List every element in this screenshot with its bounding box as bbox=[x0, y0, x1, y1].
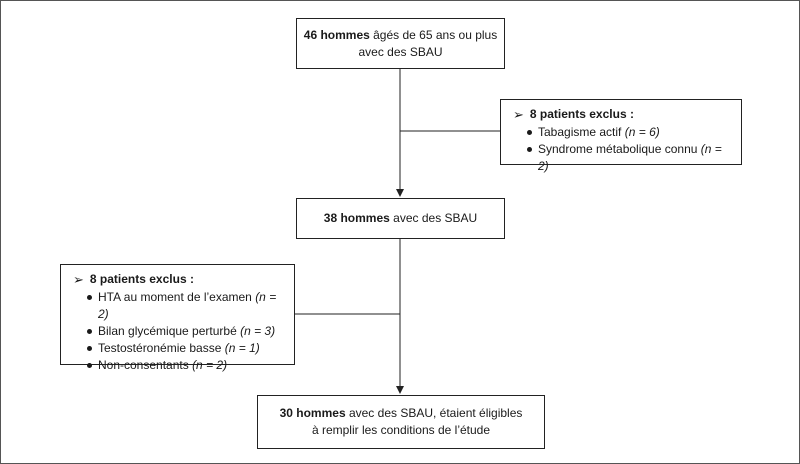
bullet-icon bbox=[87, 363, 92, 368]
step-text: âgés de 65 ans ou plus bbox=[369, 27, 498, 42]
step-text: avec des SBAU, étaient éligibles bbox=[345, 406, 523, 420]
exclusion-item: Bilan glycémique perturbé (n = 3) bbox=[87, 323, 284, 340]
step-box-after-exclusion-1: 38 hommes avec des SBAU bbox=[296, 198, 505, 239]
exclusion-item: Testostéronémie basse (n = 1) bbox=[87, 340, 284, 357]
arrowhead-icon: ➢ bbox=[73, 272, 84, 287]
bullet-icon bbox=[527, 130, 532, 135]
exclusion-box-2: ➢ 8 patients exclus : HTA au moment de l… bbox=[60, 264, 295, 372]
step-box-final: 30 hommes avec des SBAU, étaient éligibl… bbox=[257, 395, 545, 449]
bullet-icon bbox=[527, 147, 532, 152]
step-count: 46 hommes bbox=[303, 27, 370, 42]
exclusion-item: HTA au moment de l’examen (n = 2) bbox=[87, 289, 284, 323]
exclusion-box-1: ➢ 8 patients exclus : Tabagisme actif (n… bbox=[500, 99, 742, 173]
exclusion-item: Non-consentants (n = 2) bbox=[87, 357, 284, 374]
step-text-line2: avec des SBAU bbox=[358, 44, 443, 59]
exclusion-item: Tabagisme actif (n = 6) bbox=[527, 124, 731, 141]
exclusion-item: Syndrome métabolique connu (n = 2) bbox=[527, 141, 731, 175]
exclusion-title: 8 patients exclus : bbox=[529, 107, 634, 121]
step-text-line2: à remplir les conditions de l’étude bbox=[311, 423, 491, 437]
bullet-icon bbox=[87, 346, 92, 351]
step-box-initial: 46 hommes âgés de 65 ans ou plus avec de… bbox=[296, 18, 505, 69]
bullet-icon bbox=[87, 329, 92, 334]
step-count: 38 hommes bbox=[323, 211, 390, 225]
step-text: avec des SBAU bbox=[389, 211, 478, 225]
arrowhead-icon: ➢ bbox=[513, 107, 524, 122]
step-count: 30 hommes bbox=[279, 406, 346, 420]
bullet-icon bbox=[87, 295, 92, 300]
exclusion-title: 8 patients exclus : bbox=[89, 272, 194, 286]
